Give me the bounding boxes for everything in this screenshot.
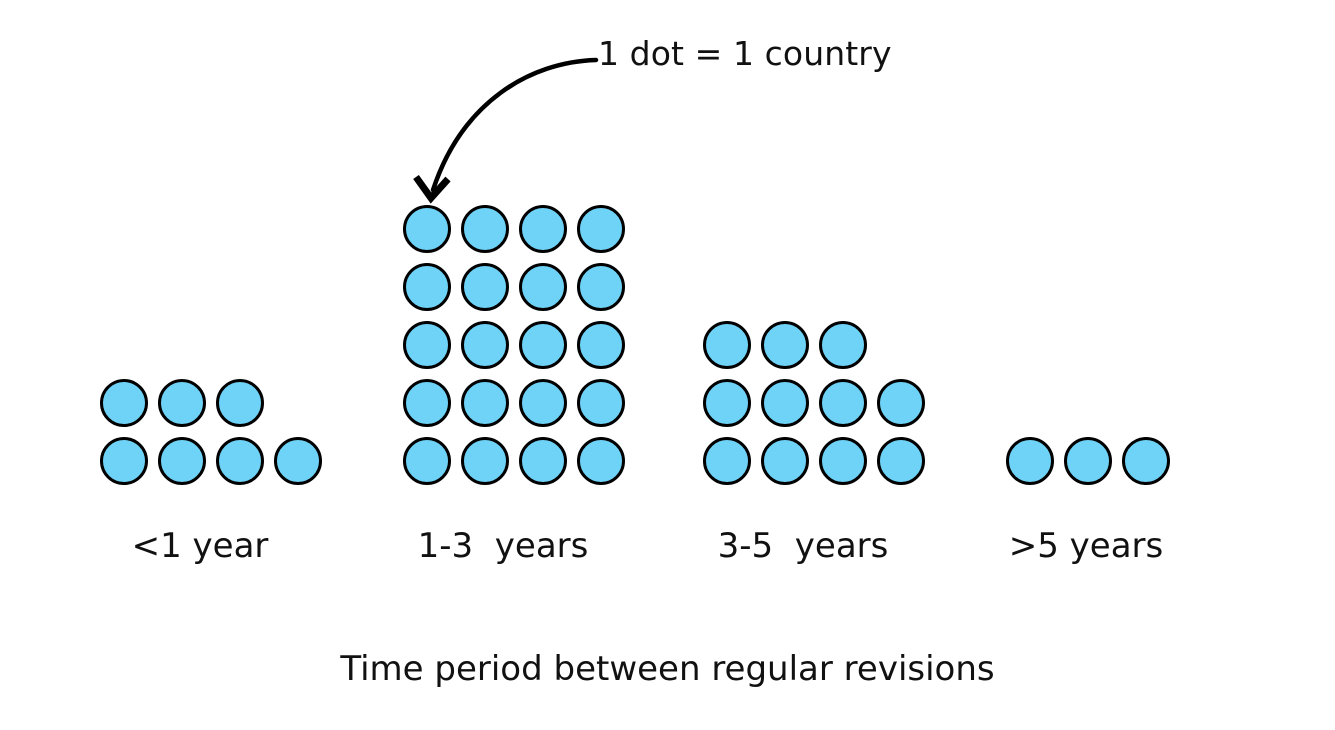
country-dot	[403, 321, 451, 369]
category-label: 3-5 years	[717, 526, 889, 566]
country-dot	[1006, 437, 1054, 485]
country-dot	[1064, 437, 1112, 485]
country-dot	[577, 205, 625, 253]
country-dot	[100, 379, 148, 427]
annotation-label: 1 dot = 1 country	[598, 34, 892, 73]
country-dot	[761, 379, 809, 427]
country-dot	[158, 379, 206, 427]
country-dot	[877, 437, 925, 485]
country-dot	[577, 379, 625, 427]
country-dot	[216, 437, 264, 485]
dot-row	[403, 374, 625, 432]
country-dot	[461, 263, 509, 311]
country-dot	[461, 321, 509, 369]
country-dot	[100, 437, 148, 485]
country-dot	[761, 437, 809, 485]
annotation-arrow-icon	[413, 57, 599, 204]
country-dot	[519, 437, 567, 485]
country-dot	[761, 321, 809, 369]
country-dot	[577, 321, 625, 369]
country-dot	[403, 263, 451, 311]
dot-row	[1006, 432, 1170, 490]
dot-group	[1006, 432, 1170, 490]
country-dot	[403, 437, 451, 485]
dot-row	[403, 200, 625, 258]
country-dot	[703, 321, 751, 369]
country-dot	[519, 205, 567, 253]
country-dot	[519, 321, 567, 369]
dot-group	[403, 200, 625, 490]
dot-row	[703, 316, 925, 374]
dot-group	[703, 316, 925, 490]
country-dot	[461, 205, 509, 253]
country-dot	[703, 437, 751, 485]
country-dot	[403, 205, 451, 253]
country-dot	[819, 321, 867, 369]
dot-row	[403, 432, 625, 490]
dot-row	[703, 374, 925, 432]
country-dot	[461, 379, 509, 427]
category-label: 1-3 years	[417, 526, 589, 566]
dot-row	[403, 316, 625, 374]
country-dot	[403, 379, 451, 427]
country-dot	[577, 437, 625, 485]
dot-group	[100, 374, 322, 490]
dot-row	[100, 374, 322, 432]
country-dot	[819, 437, 867, 485]
category-label: <1 year	[131, 526, 269, 566]
country-dot	[877, 379, 925, 427]
country-dot	[577, 263, 625, 311]
country-dot	[519, 263, 567, 311]
country-dot	[519, 379, 567, 427]
dot-row	[403, 258, 625, 316]
country-dot	[216, 379, 264, 427]
country-dot	[461, 437, 509, 485]
country-dot	[819, 379, 867, 427]
axis-title: Time period between regular revisions	[340, 649, 995, 689]
country-dot	[274, 437, 322, 485]
dot-row	[703, 432, 925, 490]
country-dot	[703, 379, 751, 427]
country-dot	[1122, 437, 1170, 485]
category-label: >5 years	[1008, 526, 1164, 566]
country-dot	[158, 437, 206, 485]
dot-row	[100, 432, 322, 490]
